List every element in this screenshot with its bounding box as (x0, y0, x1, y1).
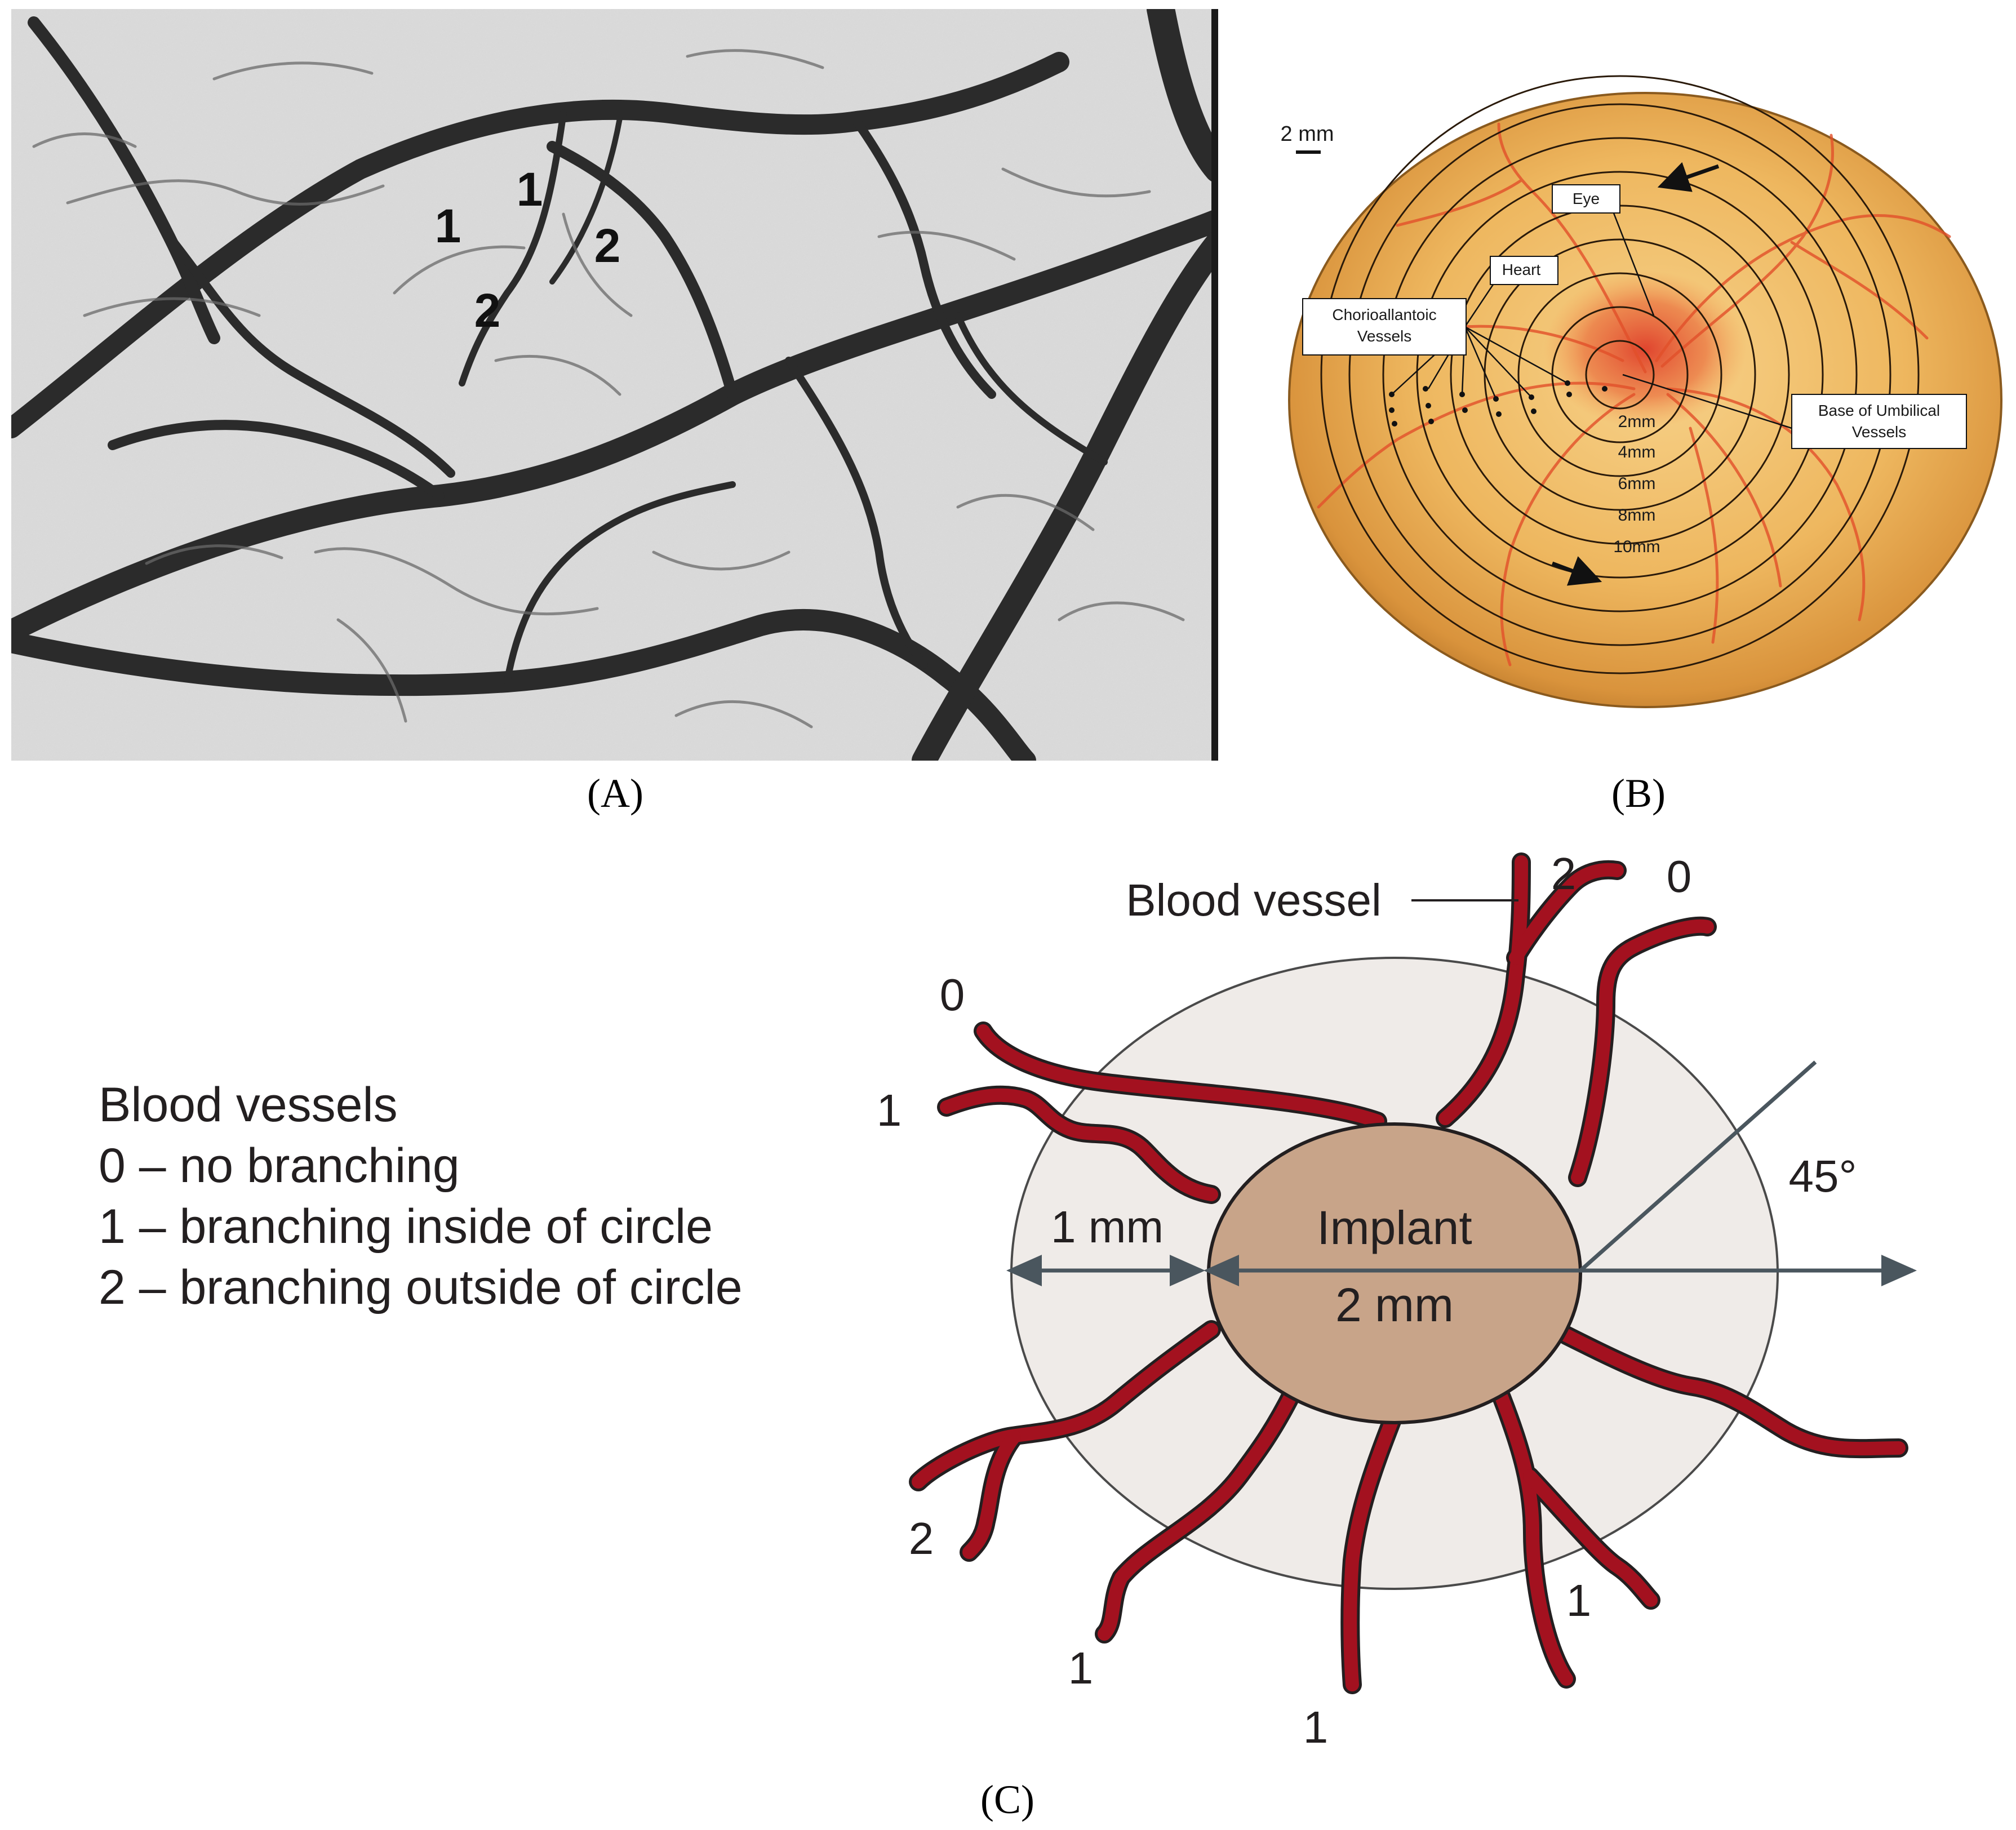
legend-item-2: 2 – branching outside of circle (99, 1260, 743, 1314)
score-bottom-1a: 1 (1068, 1643, 1094, 1693)
ring-label-4mm: 4mm (1618, 443, 1656, 461)
ring-label-10mm: 10mm (1613, 538, 1660, 556)
callout-label: Blood vessel (1126, 875, 1382, 925)
panel-c-legend: Blood vessels 0 – no branching 1 – branc… (99, 1078, 743, 1314)
legend-item-1: 1 – branching inside of circle (99, 1200, 713, 1254)
vessels (909, 852, 1908, 1694)
score-bottom-right-1: 1 (1566, 1575, 1592, 1625)
panel-b-egg: 2 mm (1281, 75, 2002, 708)
panel-a-marker-2b: 2 (474, 284, 501, 337)
score-bottom-1b: 1 (1303, 1702, 1329, 1752)
panel-a-marker-1a: 1 (435, 199, 461, 252)
legend-item-0: 0 – no branching (99, 1139, 460, 1193)
label-box-eye (1552, 184, 1620, 214)
label-box-chorioallantoic (1302, 298, 1467, 356)
label-box-heart (1490, 256, 1558, 285)
implant-size: 2 mm (1335, 1278, 1454, 1331)
implant (1207, 1122, 1582, 1424)
score-bottom-left-2: 2 (909, 1513, 934, 1564)
score-top-0: 0 (1667, 851, 1692, 901)
caption-c: (C) (980, 1777, 1034, 1822)
label-chorioallantoic-1: Chorioallantoic (1332, 306, 1436, 323)
label-box-umbilical (1791, 394, 1967, 449)
panel-a-marker-1b: 1 (517, 163, 543, 216)
caption-b: (B) (1611, 771, 1666, 816)
panel-a-photo: 1 1 2 2 (11, 9, 1218, 761)
label-chorioallantoic-2: Vessels (1357, 327, 1412, 345)
panel-c-diagram: Implant 2 mm 1 mm 45° Blood vessel 2 0 0… (877, 849, 1917, 1752)
label-eye: Eye (1573, 190, 1600, 207)
score-left-1: 1 (877, 1085, 902, 1135)
ring-label-6mm: 6mm (1618, 474, 1656, 493)
label-umbilical-2: Vessels (1852, 423, 1907, 441)
angle-line (1579, 1060, 1817, 1272)
caption-a: (A) (587, 771, 643, 816)
scale-bar-label: 2 mm (1281, 122, 1334, 146)
ring-label-2mm: 2mm (1618, 412, 1656, 431)
angle-label: 45° (1789, 1151, 1857, 1201)
panel-a-marker-2a: 2 (594, 219, 621, 272)
implant-label: Implant (1317, 1201, 1472, 1254)
ring-width-label: 1 mm (1051, 1202, 1164, 1252)
label-heart: Heart (1502, 261, 1541, 278)
legend-title: Blood vessels (99, 1078, 398, 1132)
label-umbilical-1: Base of Umbilical (1818, 402, 1940, 419)
score-left-0: 0 (940, 970, 965, 1020)
ring-label-8mm: 8mm (1618, 506, 1656, 525)
score-top-2: 2 (1551, 849, 1577, 899)
